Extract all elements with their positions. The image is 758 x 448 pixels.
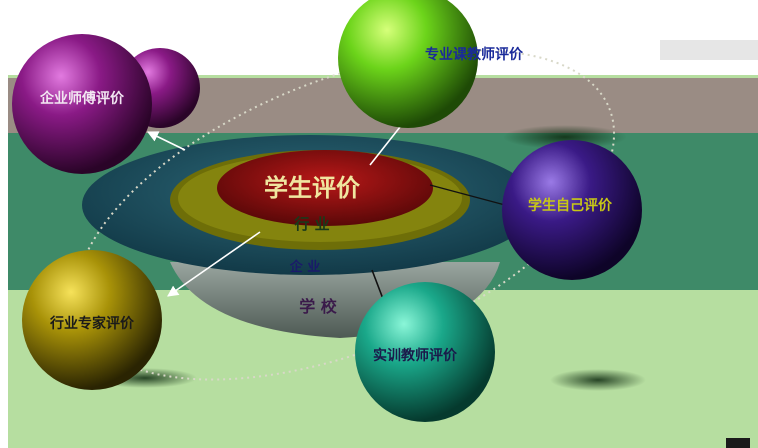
- sphere-student-self: 学生自己评价: [502, 140, 642, 280]
- label-professional-teacher: 专业课教师评价: [425, 46, 524, 63]
- label-training-teacher: 实训教师评价: [373, 347, 458, 364]
- sphere-training-teacher: 实训教师评价: [355, 282, 495, 422]
- arrow-to-enterprise: [146, 131, 186, 151]
- label-student-self: 学生自己评价: [528, 197, 613, 214]
- sphere-professional-teacher: 专业课教师评价: [338, 0, 524, 128]
- top-right-patch: [660, 40, 758, 60]
- shadow-training: [550, 369, 646, 391]
- ring-label-industry: 行 业: [293, 215, 329, 233]
- bottom-right-mark: [726, 438, 750, 448]
- sphere-enterprise-mentor: 企业师傅评价: [12, 34, 200, 174]
- student-core: [217, 150, 433, 226]
- ring-label-school: 学 校: [299, 297, 338, 316]
- ring-label-enterprise: 企 业: [289, 259, 321, 275]
- arrow-to-industry: [167, 231, 261, 297]
- shadow-professional: [503, 125, 627, 149]
- sphere-industry-expert: 行业专家评价: [22, 250, 162, 390]
- arrow-to-self: [429, 184, 506, 206]
- label-enterprise-mentor: 企业师傅评价: [39, 90, 125, 107]
- label-industry-expert: 行业专家评价: [49, 315, 135, 332]
- center-title: 学生评价: [264, 173, 361, 202]
